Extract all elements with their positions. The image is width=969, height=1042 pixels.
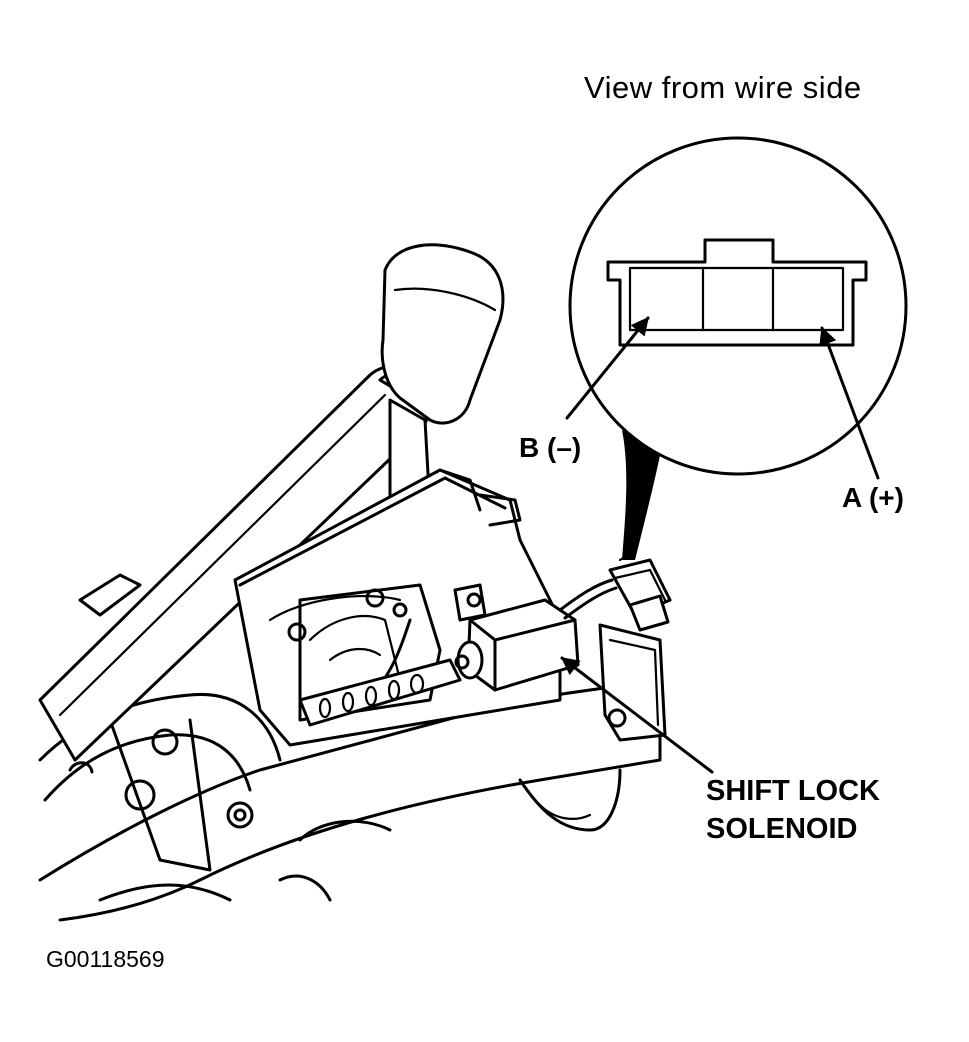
magnified-view-circle (568, 136, 908, 476)
solenoid-connector (558, 553, 672, 632)
solenoid-label: SHIFT LOCK SOLENOID (706, 772, 880, 848)
interlock-rod (298, 658, 462, 727)
arrow-terminal-a (819, 326, 880, 480)
terminal-b-label: B (–) (519, 432, 582, 463)
figure-id: G00118569 (46, 946, 165, 972)
terminal-a-label: A (+) (842, 482, 904, 513)
solenoid-label-line1: SHIFT LOCK (706, 775, 880, 807)
callout-wedge (622, 430, 660, 560)
connector-face (606, 238, 868, 347)
arrow-terminal-b (565, 316, 650, 420)
view-title: View from wire side (584, 70, 862, 105)
solenoid-label-line2: SOLENOID (706, 813, 858, 845)
arrow-solenoid (560, 656, 714, 774)
mounting-bracket (598, 623, 667, 742)
